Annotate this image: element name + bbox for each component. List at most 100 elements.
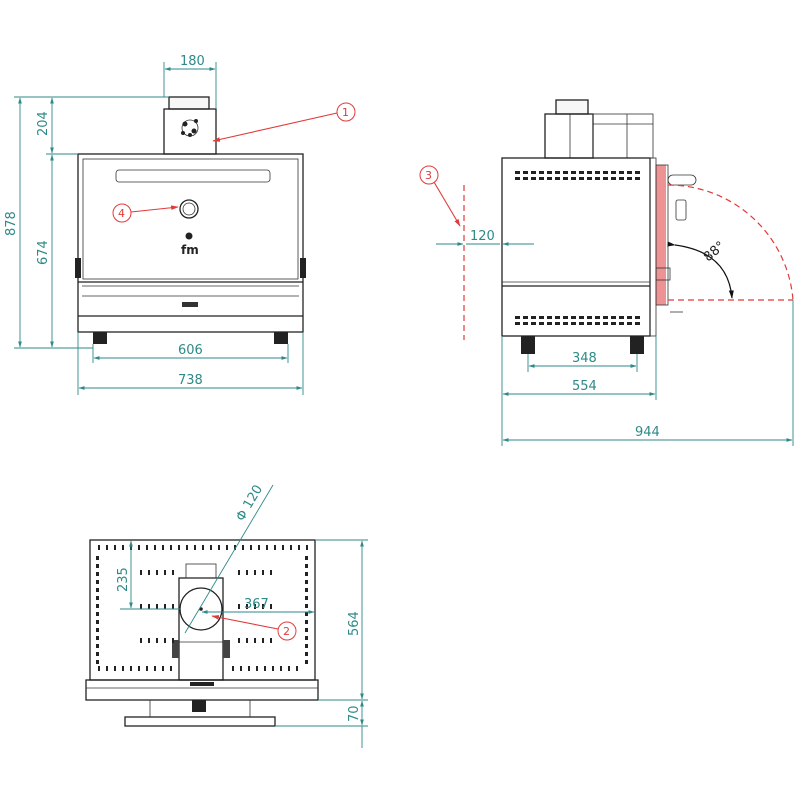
dim-front-chimney-height: 204 [36,111,51,136]
vent-slot [96,564,99,568]
vent-slot [563,177,568,180]
vent-slot [226,545,228,550]
vent-slot [305,556,308,560]
vent-slot [238,570,240,575]
dim-front-body-height: 674 [36,240,51,265]
vent-slot [531,322,536,325]
vent-slot [619,177,624,180]
vent-slot [282,545,284,550]
vent-slot [156,604,158,609]
vent-slot [246,570,248,575]
vent-slot [202,545,204,550]
vent-slot [172,570,174,575]
vent-slot [140,570,142,575]
vent-slot [579,316,584,319]
vent-slot [619,322,624,325]
vent-slot [555,322,560,325]
callout-4: 4 [112,203,179,223]
vent-slot [611,177,616,180]
vent-slot [523,316,528,319]
vent-slot [262,604,264,609]
vent-slot [635,177,640,180]
vent-slot [531,177,536,180]
vent-slot [619,171,624,174]
vent-slot [305,660,308,664]
vent-slot [603,177,608,180]
vent-slot [232,666,234,671]
vent-slot [96,652,99,656]
vent-slot [178,545,180,550]
svg-text:4: 4 [118,207,125,220]
vent-slot [515,316,520,319]
vent-slot [555,316,560,319]
vent-slot [154,545,156,550]
side-handle [667,174,697,186]
vent-slot [96,604,99,608]
vent-slot [164,604,166,609]
vent-slot [172,604,174,609]
vent-slot [98,666,100,671]
dim-top-base-height: 70 [347,705,362,722]
vent-slot [571,171,576,174]
vent-slot [272,666,274,671]
vent-slot [156,638,158,643]
vent-slot [106,545,108,550]
dim-top-chimney-offset-x: 367 [244,597,269,612]
vent-slot [234,545,236,550]
vent-slot [254,570,256,575]
front-door [82,158,299,280]
vent-slot [571,177,576,180]
vent-slot [96,580,99,584]
vent-slot [256,666,258,671]
vent-slot [248,666,250,671]
vent-slot [170,545,172,550]
vent-slot [140,604,142,609]
vent-slot [603,322,608,325]
vent-slot [595,316,600,319]
vent-slot [122,666,124,671]
fm-logo-text: fm [181,243,199,257]
front-chimney [163,108,217,155]
vent-slot [254,638,256,643]
vent-slot [547,177,552,180]
vent-slot [270,638,272,643]
dim-top-chimney-offset-y: 235 [116,567,131,592]
vent-slot [122,545,124,550]
vent-slot [305,580,308,584]
front-window-icon [179,199,199,219]
vent-slot [635,171,640,174]
vent-slot [587,171,592,174]
vent-slot [96,628,99,632]
vent-slot [571,316,576,319]
vent-slot [305,596,308,600]
dim-side-offset: 120 [470,229,495,244]
vent-slot [547,171,552,174]
vent-slot [523,177,528,180]
vent-slot [170,666,172,671]
vent-slot [539,316,544,319]
dim-front-chimney-width: 180 [180,54,205,69]
vent-slot [106,666,108,671]
side-door-seal [656,165,666,305]
vent-slot [146,545,148,550]
vent-slot [130,666,132,671]
svg-text:1: 1 [342,106,349,119]
side-vent-slots [515,171,640,325]
vent-slot [162,666,164,671]
vent-slot [595,322,600,325]
svg-text:3: 3 [425,169,432,182]
side-foot-front [521,336,535,354]
vent-slot [579,177,584,180]
vent-slot [146,666,148,671]
vent-slot [539,171,544,174]
callout-1: 1 [212,102,356,142]
vent-slot [186,545,188,550]
side-body [501,157,651,337]
dim-top-depth: 564 [347,611,362,636]
side-view [501,99,697,354]
vent-slot [563,322,568,325]
vent-slot [531,316,536,319]
vent-slot [262,570,264,575]
drawer-handle [182,302,198,307]
vent-slot [523,171,528,174]
